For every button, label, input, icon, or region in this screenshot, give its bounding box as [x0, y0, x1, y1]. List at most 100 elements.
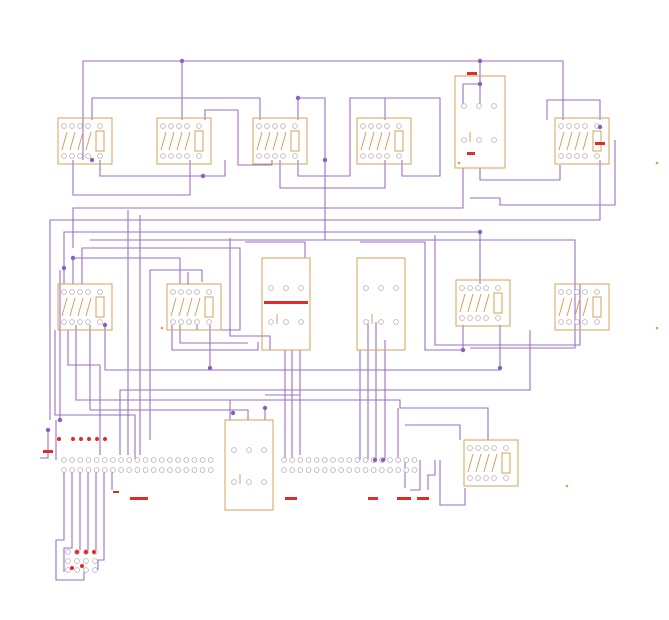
pin	[281, 467, 287, 473]
pin	[368, 153, 374, 159]
pin	[459, 315, 465, 321]
red-dot	[103, 437, 107, 441]
relay-modules	[57, 75, 610, 511]
pin	[330, 457, 336, 463]
pin	[289, 467, 296, 473]
switch-contact	[558, 131, 565, 151]
relay-11	[455, 279, 511, 327]
pin	[354, 457, 361, 463]
pin	[305, 457, 312, 463]
relay-1	[57, 117, 113, 165]
junction-dot	[200, 173, 206, 179]
red-dot	[71, 437, 75, 441]
pin	[566, 153, 572, 159]
pin	[170, 319, 176, 325]
junction-dot	[477, 81, 483, 87]
switch-contact	[582, 131, 589, 151]
pin	[495, 285, 501, 291]
switch-contact	[256, 131, 263, 151]
red-marker	[264, 301, 308, 304]
pin	[566, 289, 572, 295]
relay-outline	[224, 419, 274, 511]
pin	[101, 457, 108, 463]
switch-contact	[376, 131, 383, 151]
relay-outline	[455, 279, 511, 327]
switch-contact	[85, 131, 92, 151]
pin	[196, 153, 202, 159]
pin	[395, 467, 401, 473]
pin	[186, 319, 192, 325]
pin	[184, 123, 190, 129]
switch-contact	[77, 297, 84, 317]
pin	[292, 123, 298, 129]
junction-dot	[45, 427, 51, 433]
pin	[461, 103, 467, 109]
junction-dot	[207, 365, 213, 371]
red-dot	[57, 437, 61, 441]
pin	[362, 467, 369, 473]
coil	[95, 130, 105, 152]
pin	[261, 447, 267, 453]
red-marker	[595, 142, 605, 145]
pin	[175, 467, 181, 473]
pin	[483, 475, 489, 481]
stray-marker	[655, 161, 659, 165]
pin	[207, 467, 214, 473]
pin	[194, 289, 200, 295]
junction-dot	[179, 58, 185, 64]
coil	[290, 130, 300, 152]
relay-7	[57, 283, 113, 331]
pin	[101, 467, 108, 473]
switch-contact	[491, 453, 498, 473]
pin	[313, 457, 320, 463]
pin	[384, 153, 390, 159]
relay-outline	[156, 117, 212, 165]
junction-dot	[460, 347, 466, 353]
pin	[85, 153, 91, 159]
pin	[183, 467, 190, 473]
pin	[196, 123, 202, 129]
pin	[261, 479, 267, 485]
pin	[467, 475, 473, 481]
switch-contact	[168, 131, 175, 151]
pin	[194, 319, 200, 325]
pin	[65, 558, 71, 564]
switch-contact	[170, 297, 177, 317]
pin	[566, 319, 572, 325]
red-dot	[80, 564, 84, 568]
pin	[246, 447, 252, 453]
switch-contact	[69, 131, 76, 151]
pin	[61, 457, 67, 463]
pin	[175, 457, 181, 463]
pin	[461, 137, 467, 143]
switch-contact	[467, 293, 474, 313]
pin	[338, 467, 344, 473]
relay-6	[554, 117, 610, 165]
pin	[558, 123, 564, 129]
pin	[134, 467, 141, 473]
pin	[74, 567, 80, 573]
coil	[592, 296, 602, 318]
junction-dot	[70, 255, 76, 261]
pin	[582, 289, 588, 295]
pin	[491, 445, 497, 451]
pin	[93, 467, 100, 473]
pin	[582, 319, 588, 325]
junction-dot	[89, 157, 95, 163]
pin	[256, 153, 262, 159]
pin	[110, 457, 116, 463]
pin	[246, 479, 252, 485]
relay-outline	[356, 257, 406, 351]
pin	[495, 315, 501, 321]
switch-contact	[475, 293, 482, 313]
relay-5	[454, 75, 506, 169]
junction-dot	[230, 410, 236, 416]
switch-contact	[483, 293, 490, 313]
switch-contact	[85, 297, 92, 317]
pin	[491, 103, 497, 109]
relay-outline	[554, 117, 610, 165]
red-dot	[92, 550, 96, 554]
pin	[199, 467, 206, 473]
switch-contact	[384, 131, 391, 151]
